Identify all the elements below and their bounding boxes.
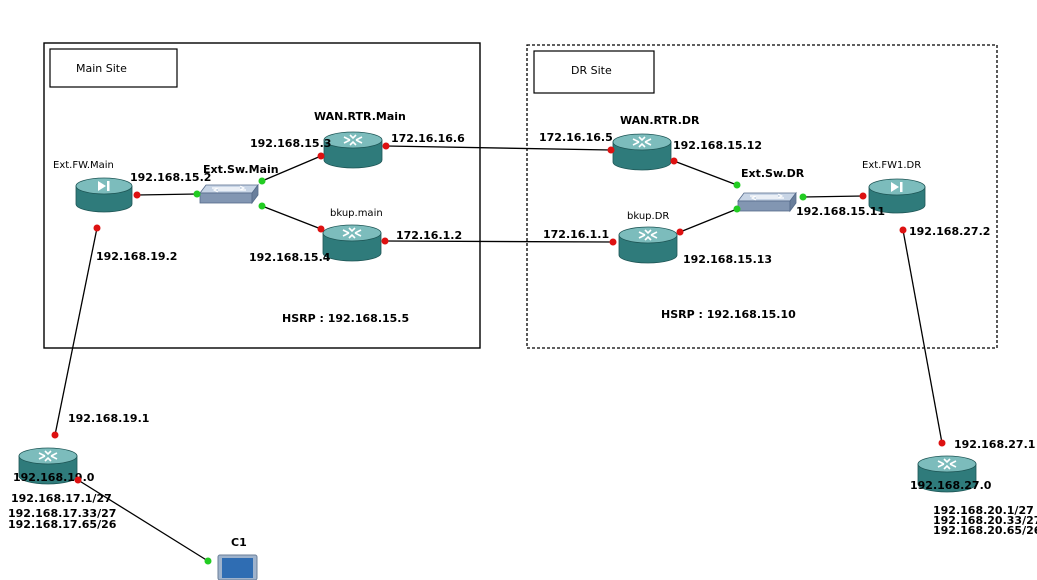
device-label: Ext.Sw.Main: [203, 163, 279, 176]
device-ext-fw-main[interactable]: Ext.FW.Main: [53, 160, 133, 213]
port-dot: [317, 225, 325, 233]
link-wan-main-to-wan-dr: [385, 145, 612, 151]
subnet-label: 192.168.17.33/27: [8, 507, 116, 520]
ip-label: 192.168.15.13: [683, 253, 772, 266]
port-dot: [258, 177, 266, 185]
port-dot: [733, 181, 741, 189]
dr-site-label-box: [533, 50, 655, 94]
port-dot: [670, 157, 678, 165]
port-dot: [317, 152, 325, 160]
device-label: bkup.main: [330, 208, 383, 219]
ip-label: 192.168.15.12: [673, 139, 762, 152]
main-site-label-box: [49, 48, 178, 88]
device-rtr-19[interactable]: 192.168.19.0: [13, 447, 95, 485]
ip-label: 172.16.16.5: [539, 131, 613, 144]
device-label: Ext.FW1.DR: [862, 160, 921, 171]
ip-label: 192.168.27.1: [954, 438, 1035, 451]
link-fw-main-to-rtr19: [54, 227, 98, 436]
port-dot: [93, 224, 101, 232]
device-wan-rtr-dr[interactable]: WAN.RTR.DR: [612, 114, 700, 171]
ip-label: 192.168.27.2: [909, 225, 990, 238]
port-dot: [609, 238, 617, 246]
link-fw-dr-to-rtr27: [902, 229, 943, 444]
port-dot: [133, 191, 141, 199]
link-bkup-dr-to-sw-dr: [679, 208, 738, 233]
ip-label: 192.168.19.2: [96, 250, 177, 263]
ip-label: 192.168.15.2: [130, 171, 211, 184]
link-wan-dr-to-sw-dr: [673, 160, 738, 186]
router-icon: [612, 133, 672, 171]
link-rtr19-to-c1: [77, 479, 209, 562]
device-label: bkup.DR: [627, 211, 669, 222]
port-dot: [799, 193, 807, 201]
ip-label: 192.168.15.11: [796, 205, 885, 218]
link-sw-main-to-bkup-main: [261, 205, 322, 230]
port-dot: [258, 202, 266, 210]
device-label: Ext.FW.Main: [53, 160, 114, 171]
switch-icon: [737, 192, 797, 212]
subnet-label: 192.168.20.65/26: [933, 524, 1037, 537]
hsrp-main-label: HSRP : 192.168.15.5: [282, 312, 409, 325]
router-icon: [618, 226, 678, 264]
ip-label: 192.168.15.3: [250, 137, 331, 150]
device-label: WAN.RTR.DR: [620, 114, 700, 127]
router-icon: [322, 224, 382, 262]
port-dot: [733, 205, 741, 213]
subnet-label: 192.168.17.1/27: [11, 492, 112, 505]
ip-label: 172.16.1.1: [543, 228, 609, 241]
device-label: Ext.Sw.DR: [741, 167, 805, 180]
host-screen: [222, 558, 253, 578]
hsrp-dr-label: HSRP : 192.168.15.10: [661, 308, 796, 321]
device-bkup-main[interactable]: bkup.main: [322, 208, 383, 262]
port-dot: [859, 192, 867, 200]
port-dot: [74, 476, 82, 484]
subnet-label: 192.168.17.65/26: [8, 518, 117, 531]
port-dot: [607, 146, 615, 154]
ip-label: 172.16.1.2: [396, 229, 462, 242]
link-sw-main-to-wan-main: [261, 155, 322, 182]
dr-site-label: DR Site: [571, 64, 612, 77]
main-site-container: [43, 42, 481, 349]
device-bkup-dr[interactable]: bkup.DR: [618, 211, 678, 264]
device-label: 192.168.19.0: [13, 471, 95, 484]
router-icon: [323, 131, 383, 169]
link-fw-main-to-sw-main: [136, 193, 198, 196]
device-label: C1: [231, 536, 247, 549]
port-dot: [938, 439, 946, 447]
port-dot: [204, 557, 212, 565]
port-dot: [381, 237, 389, 245]
port-dot: [382, 142, 390, 150]
device-ext-fw1-dr[interactable]: Ext.FW1.DR: [862, 160, 926, 214]
subnet-label: 192.168.20.1/27: [933, 504, 1034, 517]
device-wan-rtr-main[interactable]: WAN.RTR.Main: [314, 110, 406, 169]
port-indicators: [51, 142, 946, 565]
link-sw-dr-to-fw-dr: [802, 195, 864, 198]
port-dot: [51, 431, 59, 439]
dr-site-container: [526, 44, 998, 349]
ip-label: 192.168.15.4: [249, 251, 331, 264]
ip-label: 192.168.19.1: [68, 412, 149, 425]
device-label: 192.168.27.0: [910, 479, 992, 492]
subnet-label: 192.168.20.33/27: [933, 514, 1037, 527]
device-label: WAN.RTR.Main: [314, 110, 406, 123]
device-c1[interactable]: C1: [217, 536, 258, 580]
port-dot: [899, 226, 907, 234]
firewall-icon: [75, 177, 133, 213]
switch-icon: [199, 184, 259, 204]
device-ext-sw-main[interactable]: Ext.Sw.Main: [199, 163, 279, 204]
main-site-label: Main Site: [76, 62, 127, 75]
link-bkup-main-to-bkup-dr: [384, 240, 614, 243]
device-rtr-27[interactable]: 192.168.27.0: [910, 455, 992, 493]
port-dot: [676, 228, 684, 236]
device-ext-sw-dr[interactable]: Ext.Sw.DR: [737, 167, 805, 212]
ip-label: 172.16.16.6: [391, 132, 465, 145]
port-dot: [193, 190, 201, 198]
